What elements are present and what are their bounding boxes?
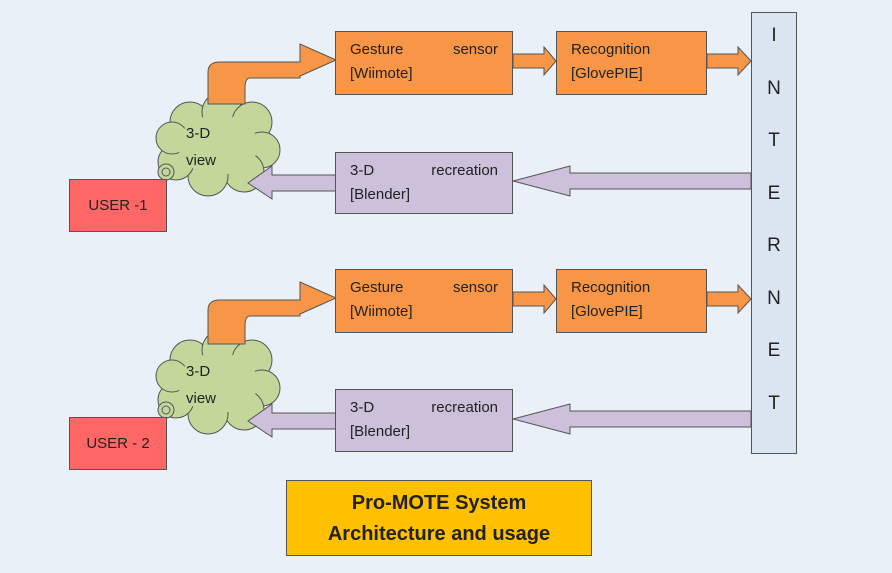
internet-letter: N bbox=[767, 77, 781, 99]
arrow-recreation-to-cloud-2 bbox=[247, 403, 339, 438]
recreation-tool-label: [Blender] bbox=[350, 423, 411, 440]
internet-letter: T bbox=[768, 392, 780, 414]
arrow-recognition-to-internet-1 bbox=[706, 45, 752, 77]
system-caption: Pro-MOTE System Architecture and usage bbox=[286, 480, 592, 556]
gesture-device-label: [Wiimote] bbox=[350, 303, 413, 320]
recognition-label: Recognition bbox=[571, 279, 651, 296]
caption-line1: Pro-MOTE System bbox=[351, 492, 527, 514]
recognition-tool-label: [GlovePIE] bbox=[571, 303, 643, 320]
recreation-label-word1: 3-D bbox=[350, 399, 375, 416]
recreation-label-word2: recreation bbox=[431, 399, 498, 416]
caption-line2: Architecture and usage bbox=[327, 523, 551, 545]
internet-letter: T bbox=[768, 130, 780, 152]
arrow-gesture-to-recognition-1 bbox=[512, 45, 557, 77]
internet-letter: E bbox=[767, 340, 781, 362]
gesture-label-word2: sensor bbox=[452, 279, 498, 296]
arrow-internet-to-recreation-2 bbox=[511, 403, 752, 435]
cloud-line2: view bbox=[186, 390, 217, 407]
recognition-box-2: Recognition [GlovePIE] bbox=[556, 269, 707, 333]
recreation-box-2: 3-D recreation [Blender] bbox=[335, 389, 513, 452]
internet-letter: R bbox=[767, 235, 781, 257]
recreation-tool-label: [Blender] bbox=[350, 186, 411, 203]
recreation-box-1: 3-D recreation [Blender] bbox=[335, 152, 513, 214]
arrow-gesture-to-recognition-2 bbox=[512, 283, 557, 315]
cloud-line2: view bbox=[186, 152, 217, 169]
gesture-sensor-box-1: Gesture sensor [Wiimote] bbox=[335, 31, 513, 95]
gesture-label-word1: Gesture bbox=[350, 41, 404, 58]
curved-arrow-2 bbox=[207, 281, 338, 345]
cloud-label-2: 3-D view bbox=[186, 358, 216, 412]
recognition-box-1: Recognition [GlovePIE] bbox=[556, 31, 707, 95]
cloud-line1: 3-D bbox=[186, 125, 211, 142]
arrow-recreation-to-cloud-1 bbox=[247, 165, 339, 200]
user-label: USER -1 bbox=[88, 196, 148, 214]
arrow-internet-to-recreation-1 bbox=[511, 165, 752, 197]
user-box-1: USER -1 bbox=[69, 179, 167, 232]
recognition-label: Recognition bbox=[571, 41, 651, 58]
user-box-2: USER - 2 bbox=[69, 417, 167, 470]
internet-letter: N bbox=[767, 287, 781, 309]
cloud-label-1: 3-D view bbox=[186, 120, 216, 174]
gesture-sensor-box-2: Gesture sensor [Wiimote] bbox=[335, 269, 513, 333]
recreation-label-word1: 3-D bbox=[350, 162, 375, 179]
internet-letter: I bbox=[771, 25, 777, 46]
user-label: USER - 2 bbox=[86, 434, 150, 452]
curved-arrow-1 bbox=[207, 43, 338, 105]
internet-column: I N T E R N E T bbox=[751, 12, 797, 454]
gesture-label-word2: sensor bbox=[452, 41, 498, 58]
internet-letter: E bbox=[767, 182, 781, 204]
recreation-label-word2: recreation bbox=[431, 162, 498, 179]
gesture-label-word1: Gesture bbox=[350, 279, 404, 296]
arrow-recognition-to-internet-2 bbox=[706, 283, 752, 315]
recognition-tool-label: [GlovePIE] bbox=[571, 65, 643, 82]
cloud-line1: 3-D bbox=[186, 363, 211, 380]
gesture-device-label: [Wiimote] bbox=[350, 65, 413, 82]
